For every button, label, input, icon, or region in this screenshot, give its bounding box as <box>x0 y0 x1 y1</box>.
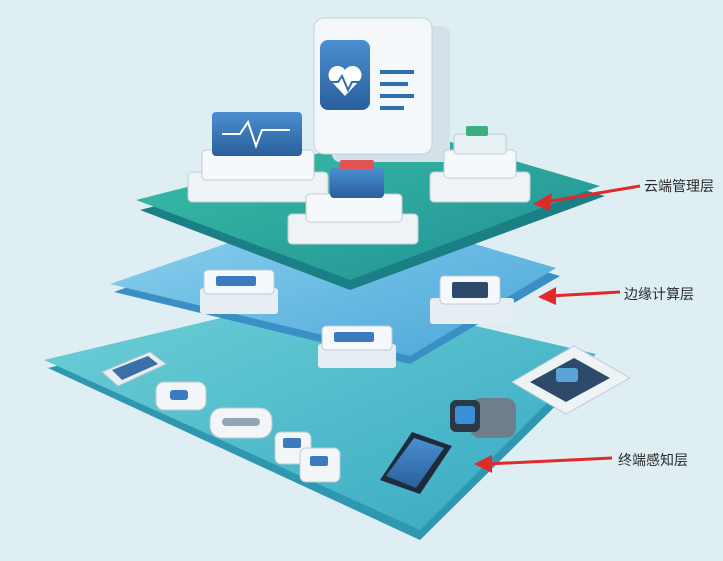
cloud-server-stack-3 <box>429 126 531 203</box>
server-icon <box>287 160 419 245</box>
smartphone-icon <box>380 432 452 494</box>
cloud-layer-arrow <box>533 184 641 211</box>
edge-gateway-device-1 <box>200 269 278 314</box>
terminal-layer-arrow <box>474 455 613 473</box>
sensor-module-device <box>274 431 341 483</box>
tablet-device <box>511 345 632 415</box>
edge-layer-label: 边缘计算层 <box>624 287 694 303</box>
ecg-wave-icon <box>222 119 290 149</box>
wearable-band-icon <box>209 407 273 439</box>
edge-gateway-device-3 <box>430 275 514 324</box>
cloud-layer-label: 云端管理层 <box>644 179 714 195</box>
smartwatch-icon <box>450 398 516 438</box>
terminal-layer-label: 终端感知层 <box>618 453 688 469</box>
smartphone-device-1 <box>101 351 167 387</box>
wearable-sensor-device <box>155 381 207 411</box>
edge-gateway-device-2 <box>318 325 396 368</box>
terminal-layer-plate <box>44 292 600 540</box>
edge-layer-arrow <box>538 287 621 305</box>
heart-monitor-icon <box>313 17 450 162</box>
cloud-server-stack-1 <box>187 112 329 203</box>
